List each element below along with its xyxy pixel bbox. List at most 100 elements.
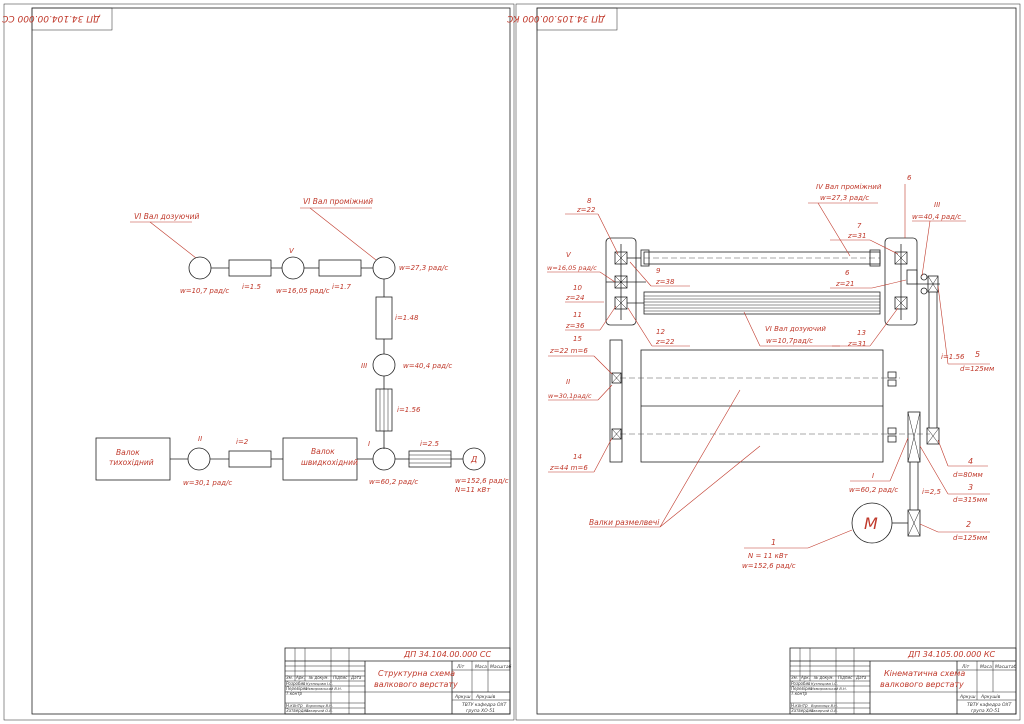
tb2-col-date: Дата — [855, 675, 867, 680]
tb2-r-appr-name: Закирчий О.В. — [811, 709, 838, 713]
leader-12 — [627, 307, 653, 347]
leader-9 — [629, 261, 652, 287]
label-w-ii: w=30,1рад/с — [548, 392, 592, 400]
slow-roll-label-2: тихохідний — [109, 458, 154, 467]
sheet1-title-block: ДП 34.104.00.000 СС Структурна схема вал… — [284, 647, 512, 715]
label-i3: i=1.48 — [395, 314, 419, 322]
sheet2-outer-border — [515, 3, 1021, 721]
label-15: 15 — [573, 335, 582, 343]
label-i2: i=1.7 — [332, 283, 351, 291]
pulley-3-x2 — [907, 411, 921, 463]
label-w-mid: w=27,3 рад/с — [399, 264, 448, 272]
slow-roll-label-1: Валок — [116, 448, 140, 457]
label-roman-iii: III — [934, 201, 940, 209]
tb1-r-ncont-name: Ворониця В.Н. — [306, 704, 333, 708]
tb2-title-2: валкового верстату — [880, 680, 964, 689]
tb1-code: ДП 34.104.00.000 СС — [403, 650, 491, 659]
label-w-motor: w=152,6 рад/с — [742, 562, 796, 570]
fast-roll-label-2: швидкохідний — [301, 458, 358, 467]
label-w-i: w=60,2 рад/с — [849, 486, 898, 494]
label-w-ii: w=30,1 рад/с — [183, 479, 232, 487]
leader-5 — [937, 285, 949, 365]
label-roman-v: V — [289, 247, 295, 255]
label-z31b: z=31 — [847, 340, 866, 348]
tb1-r-appr-name: Закирчий О.В. — [306, 709, 333, 713]
label-6b: 6 — [845, 269, 850, 277]
label-i5: i=2 — [236, 438, 249, 446]
label-shaft-dosing: VI Вал дозуючий — [765, 325, 826, 333]
label-w-v: w=16,05 рад/с — [276, 287, 330, 295]
gear-pair-14-15 — [609, 339, 623, 463]
sheet-kinematic: ДП 34.105.00.000 КС — [506, 3, 1021, 721]
tb2-h-scale: Масштаб — [995, 664, 1017, 670]
label-w-motor: w=152,6 рад/с — [455, 477, 509, 485]
shaft-i-circle — [372, 447, 396, 471]
transmission-i2-box — [318, 259, 362, 277]
shaft-dosing — [643, 291, 881, 315]
label-w-v: w=16,05 рад/с — [547, 264, 597, 272]
tb1-sheets: Аркушів — [475, 694, 496, 700]
label-d125a: d=125мм — [960, 365, 995, 373]
gear-13-x2 — [894, 296, 908, 310]
leader-dosing — [743, 311, 761, 347]
tb2-org2: група ХО-51 — [971, 708, 1000, 714]
tb1-r-appr: Затвердив — [286, 708, 309, 713]
label-w-mid: w=27,3 рад/с — [820, 194, 869, 202]
roll-lower-bearing-b — [887, 435, 897, 443]
gear-13 — [894, 296, 908, 310]
label-8: 8 — [587, 197, 592, 205]
pulley-4 — [926, 427, 940, 445]
label-z44m6: z=44 m=6 — [549, 464, 588, 472]
tb2-r-dev-name: Кузнєцова І.С. — [811, 682, 838, 686]
leader-mid — [309, 207, 377, 261]
tb2-sheet: Аркуш — [959, 694, 975, 700]
leader-mid — [817, 202, 851, 257]
label-z22m6: z=22 m=6 — [549, 347, 588, 355]
tb1-r-chk: Перевірив — [286, 686, 308, 691]
leader-7 — [869, 239, 899, 255]
tb2-h-mass: Маса — [980, 664, 992, 670]
pulley-3 — [907, 411, 921, 463]
label-z31a: z=31 — [847, 232, 866, 240]
label-w-iii: w=40,4 рад/с — [912, 213, 961, 221]
leader-rolls-a — [659, 389, 741, 528]
label-w-dosing: w=10,7 рад/с — [180, 287, 229, 295]
shaft-dosing-hatch — [644, 295, 880, 312]
label-roman-ii: II — [566, 378, 570, 386]
label-n-motor: N = 11 кВт — [748, 552, 789, 560]
label-9: 9 — [656, 267, 661, 275]
leader-15 — [593, 355, 613, 375]
gear-15-x2 — [611, 372, 622, 384]
label-7: 7 — [857, 222, 862, 230]
sheet2-inner-frame — [536, 7, 1017, 715]
label-rolls: Валки размелвечі — [589, 518, 660, 527]
label-3: 3 — [968, 483, 973, 492]
label-z36: z=36 — [565, 322, 585, 330]
tb1-col-date: Дата — [350, 675, 362, 680]
label-13: 13 — [857, 329, 866, 337]
shaft-ii-circle — [187, 447, 211, 471]
label-i1: i=1.5 — [242, 283, 261, 291]
sheet2-title-block: ДП 34.105.00.000 КС Кінематична схема ва… — [789, 647, 1017, 715]
tb1-col-doc: № докум. — [308, 675, 329, 680]
label-roman-i: I — [872, 472, 874, 480]
tb2-h-lit: Літ — [961, 664, 970, 670]
label-w-dosing: w=10,7рад/с — [766, 337, 813, 345]
label-motor-d: Д — [470, 455, 477, 464]
label-shaft-dosing: VI Вал дозуючий — [134, 212, 199, 221]
gear-14-mark — [611, 428, 622, 440]
leader-13 — [869, 307, 899, 347]
label-i4: i=1.56 — [397, 406, 421, 414]
tb2-r-appr: Затвердив — [791, 708, 814, 713]
tb2-org1: ТВТУ кафедра ОХТ — [967, 702, 1013, 708]
label-roman-iii: III — [361, 362, 367, 370]
gear-7-x2 — [894, 251, 908, 265]
tb2-r-tcont: Т.контр — [791, 691, 808, 696]
leader-i — [889, 437, 909, 482]
leader-1 — [807, 529, 853, 549]
gear-11-x2 — [614, 296, 628, 310]
tb1-col-sign: Підпис — [333, 675, 348, 680]
tb1-col-ark: Арк. — [295, 675, 305, 680]
transmission-i5-box — [228, 450, 272, 468]
